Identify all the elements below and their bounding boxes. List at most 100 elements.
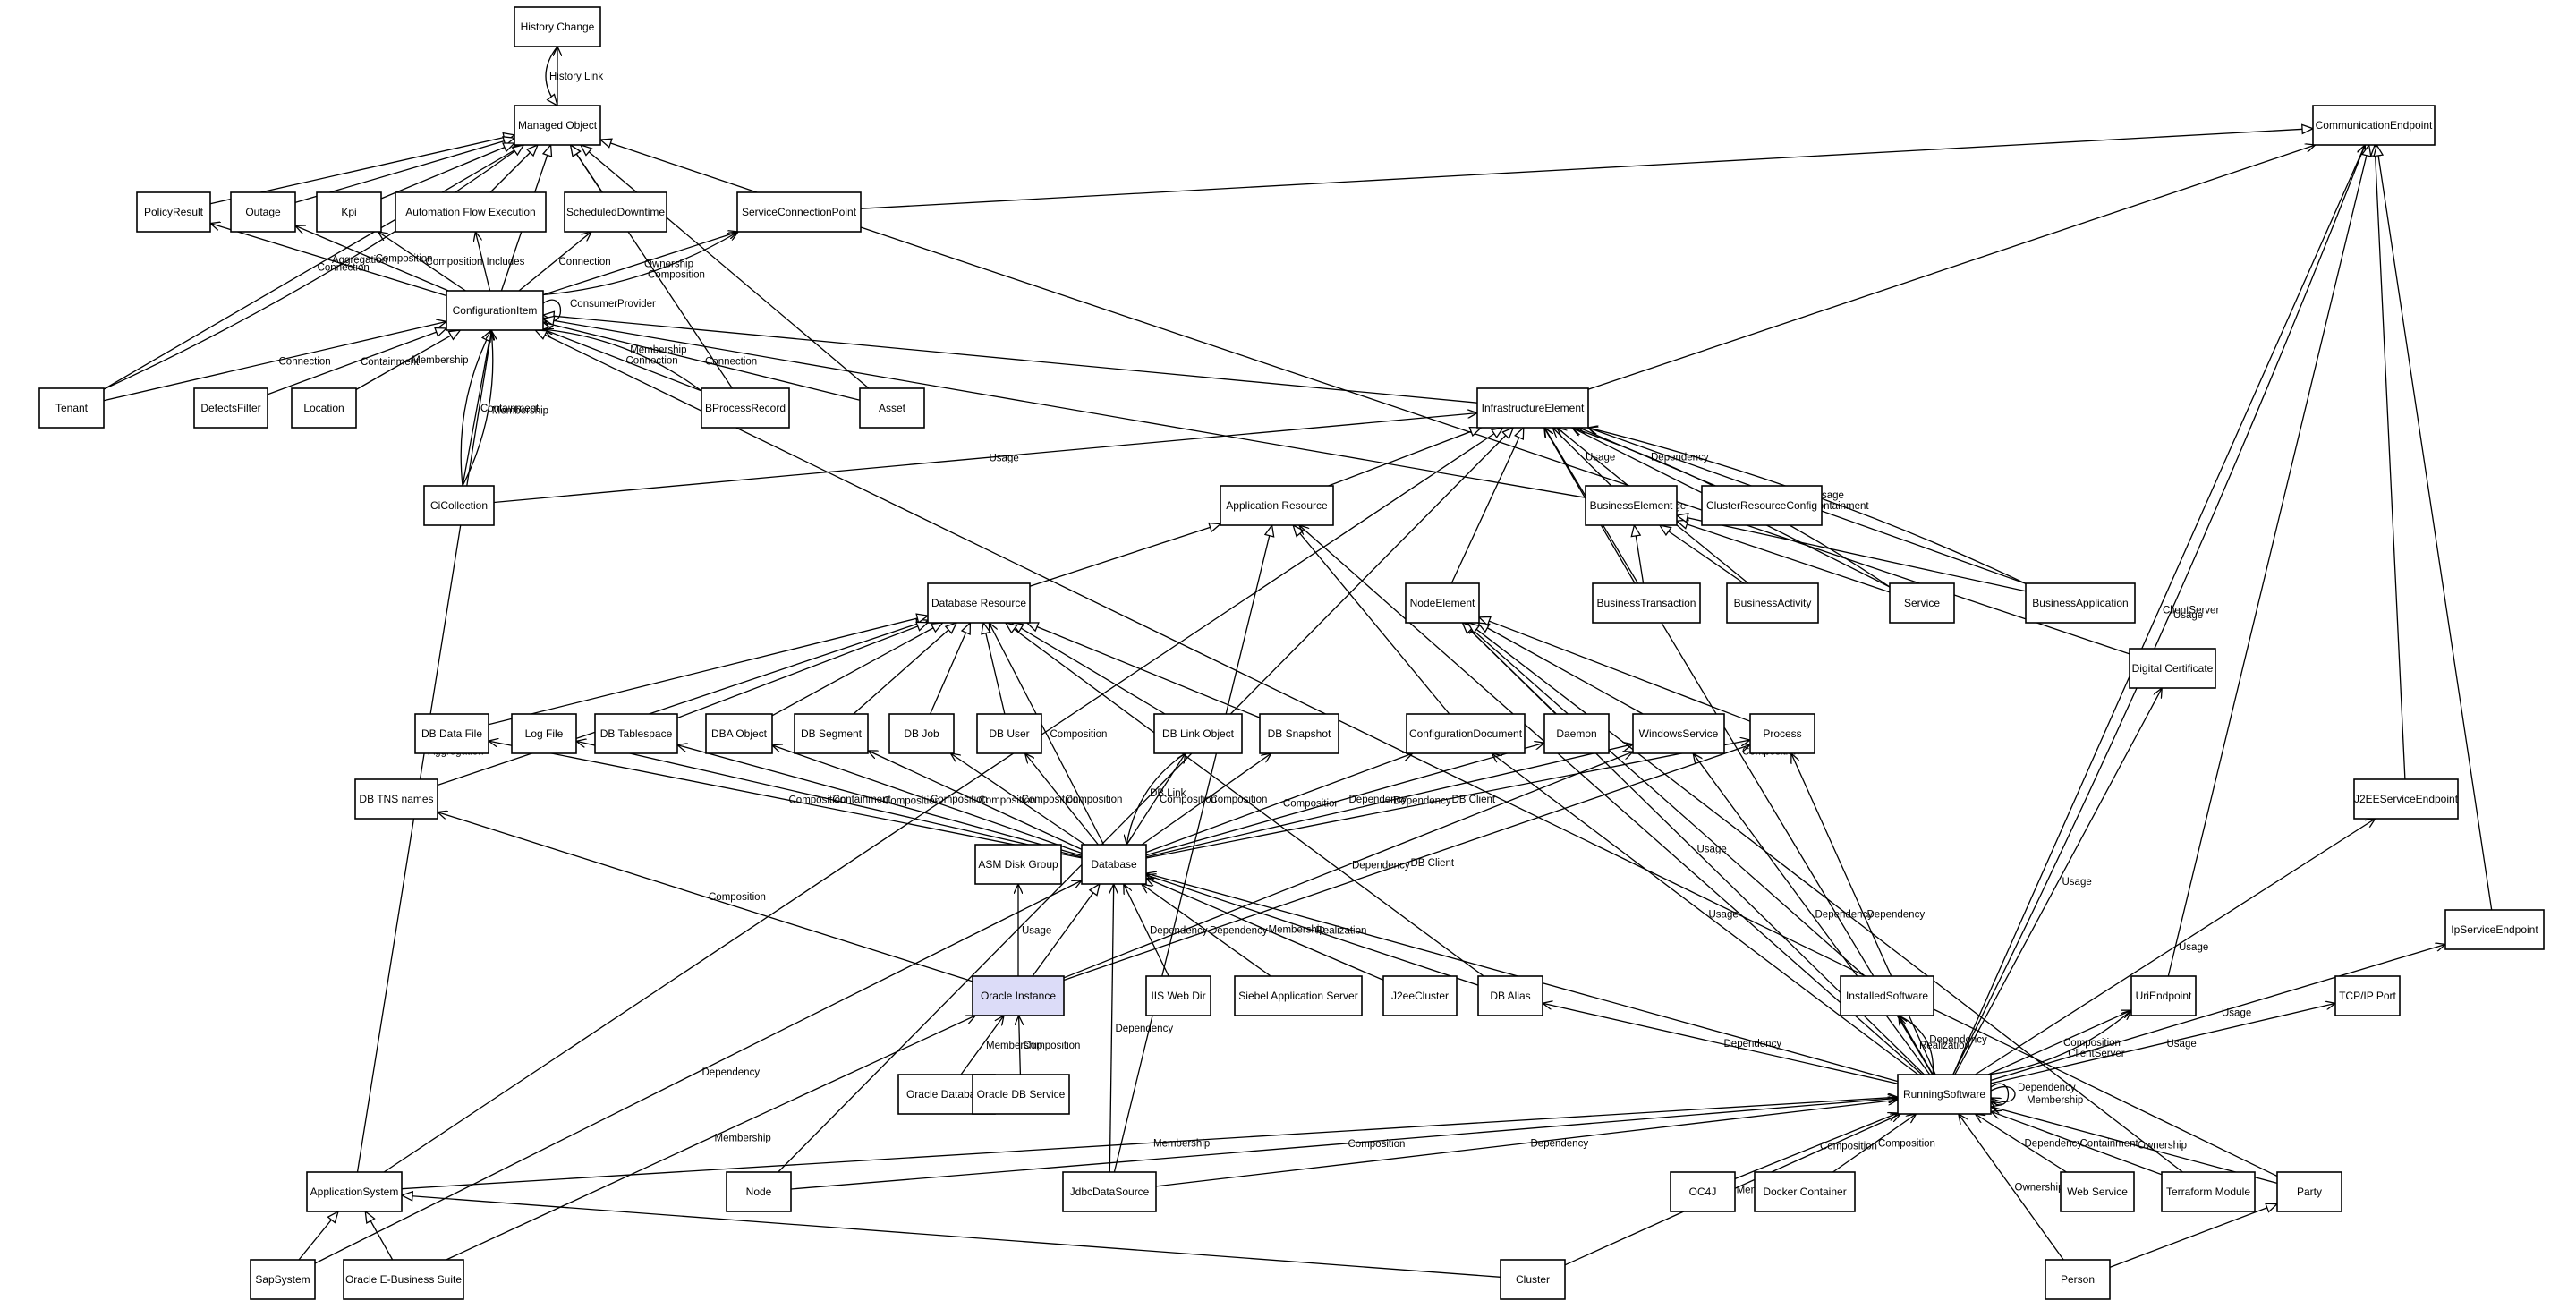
class-node-process[interactable]: Process (1749, 713, 1815, 754)
class-node-asset[interactable]: Asset (859, 387, 925, 429)
class-node-tcpip[interactable]: TCP/IP Port (2334, 975, 2401, 1016)
class-node-dcert[interactable]: Digital Certificate (2129, 648, 2216, 689)
node-box[interactable] (1062, 1171, 1157, 1212)
class-node-commep[interactable]: CommunicationEndpoint (2312, 105, 2436, 146)
node-box[interactable] (2025, 582, 2136, 624)
class-node-dbdata[interactable]: DB Data File (414, 713, 489, 754)
class-node-outage[interactable]: Outage (230, 191, 296, 233)
node-box[interactable] (1726, 582, 1819, 624)
node-box[interactable] (2161, 1171, 2256, 1212)
class-node-bact[interactable]: BusinessActivity (1726, 582, 1819, 624)
node-box[interactable] (976, 713, 1042, 754)
class-node-docker[interactable]: Docker Container (1754, 1171, 1856, 1212)
class-node-oracle[interactable]: Oracle Instance (972, 975, 1065, 1016)
class-node-sapsys[interactable]: SapSystem (250, 1259, 316, 1300)
node-box[interactable] (514, 6, 601, 47)
class-node-dblink[interactable]: DB Link Object (1153, 713, 1243, 754)
node-box[interactable] (136, 191, 211, 233)
node-box[interactable] (927, 582, 1031, 624)
class-node-kpi[interactable]: Kpi (316, 191, 382, 233)
node-box[interactable] (446, 290, 544, 331)
node-box[interactable] (1220, 485, 1334, 526)
class-node-bapp[interactable]: BusinessApplication (2025, 582, 2136, 624)
node-box[interactable] (2312, 105, 2436, 146)
class-node-dbres[interactable]: Database Resource (927, 582, 1031, 624)
node-box[interactable] (701, 387, 790, 429)
class-node-afe[interactable]: Automation Flow Execution (395, 191, 547, 233)
class-node-scp[interactable]: ServiceConnectionPoint (736, 191, 862, 233)
node-box[interactable] (2353, 778, 2459, 820)
class-node-history[interactable]: History Change (514, 6, 601, 47)
node-box[interactable] (414, 713, 489, 754)
node-box[interactable] (291, 387, 357, 429)
class-node-websvc[interactable]: Web Service (2060, 1171, 2135, 1212)
class-node-j2eecl[interactable]: J2eeCluster (1382, 975, 1458, 1016)
node-box[interactable] (193, 387, 268, 429)
node-box[interactable] (888, 713, 955, 754)
class-node-crc[interactable]: ClusterResourceConfig (1701, 485, 1823, 526)
class-node-winsvc[interactable]: WindowsService (1632, 713, 1725, 754)
node-box[interactable] (2444, 909, 2545, 950)
node-box[interactable] (1632, 713, 1725, 754)
class-node-tenant[interactable]: Tenant (38, 387, 105, 429)
class-node-dbtns[interactable]: DB TNS names (354, 778, 438, 820)
node-box[interactable] (1477, 975, 1543, 1016)
node-box[interactable] (794, 713, 869, 754)
class-node-logfile[interactable]: Log File (511, 713, 577, 754)
class-node-busel[interactable]: BusinessElement (1585, 485, 1678, 526)
class-node-asm[interactable]: ASM Disk Group (974, 844, 1062, 885)
node-box[interactable] (705, 713, 773, 754)
class-node-appres[interactable]: Application Resource (1220, 485, 1334, 526)
class-node-btrans[interactable]: BusinessTransaction (1592, 582, 1701, 624)
class-node-uriep[interactable]: UriEndpoint (2130, 975, 2197, 1016)
node-box[interactable] (974, 844, 1062, 885)
class-node-siebel[interactable]: Siebel Application Server (1234, 975, 1363, 1016)
class-node-service[interactable]: Service (1889, 582, 1955, 624)
class-node-oradbsvc[interactable]: Oracle DB Service (972, 1074, 1070, 1115)
node-box[interactable] (1259, 713, 1339, 754)
class-node-dbjob[interactable]: DB Job (888, 713, 955, 754)
class-node-cluster[interactable]: Cluster (1500, 1259, 1566, 1300)
node-box[interactable] (564, 191, 667, 233)
class-node-infra[interactable]: InfrastructureElement (1476, 387, 1589, 429)
class-node-daemon[interactable]: Daemon (1543, 713, 1610, 754)
node-box[interactable] (1585, 485, 1678, 526)
node-box[interactable] (1897, 1074, 1992, 1115)
node-box[interactable] (1476, 387, 1589, 429)
class-node-appsys[interactable]: ApplicationSystem (306, 1171, 403, 1212)
class-node-oc4j[interactable]: OC4J (1670, 1171, 1736, 1212)
class-node-ipsep[interactable]: IpServiceEndpoint (2444, 909, 2545, 950)
class-node-party[interactable]: Party (2276, 1171, 2342, 1212)
node-box[interactable] (250, 1259, 316, 1300)
node-box[interactable] (1145, 975, 1211, 1016)
node-box[interactable] (306, 1171, 403, 1212)
class-node-mo[interactable]: Managed Object (514, 105, 601, 146)
node-box[interactable] (514, 105, 601, 146)
node-box[interactable] (1840, 975, 1934, 1016)
node-box[interactable] (1543, 713, 1610, 754)
node-box[interactable] (2334, 975, 2401, 1016)
class-node-dbuser[interactable]: DB User (976, 713, 1042, 754)
class-node-database[interactable]: Database (1081, 844, 1147, 885)
node-box[interactable] (1406, 713, 1526, 754)
node-box[interactable] (1405, 582, 1480, 624)
class-node-node[interactable]: Node (726, 1171, 792, 1212)
node-box[interactable] (395, 191, 547, 233)
class-node-dbsnap[interactable]: DB Snapshot (1259, 713, 1339, 754)
class-node-defects[interactable]: DefectsFilter (193, 387, 268, 429)
class-node-bprocess[interactable]: BProcessRecord (701, 387, 790, 429)
node-box[interactable] (38, 387, 105, 429)
class-node-dbseg[interactable]: DB Segment (794, 713, 869, 754)
node-box[interactable] (594, 713, 678, 754)
node-box[interactable] (1701, 485, 1823, 526)
node-box[interactable] (1749, 713, 1815, 754)
node-box[interactable] (1234, 975, 1363, 1016)
node-box[interactable] (1592, 582, 1701, 624)
class-node-dbts[interactable]: DB Tablespace (594, 713, 678, 754)
class-node-jdbc[interactable]: JdbcDataSource (1062, 1171, 1157, 1212)
node-box[interactable] (354, 778, 438, 820)
class-node-policy[interactable]: PolicyResult (136, 191, 211, 233)
node-box[interactable] (2060, 1171, 2135, 1212)
class-node-dbalias[interactable]: DB Alias (1477, 975, 1543, 1016)
node-box[interactable] (2045, 1259, 2111, 1300)
